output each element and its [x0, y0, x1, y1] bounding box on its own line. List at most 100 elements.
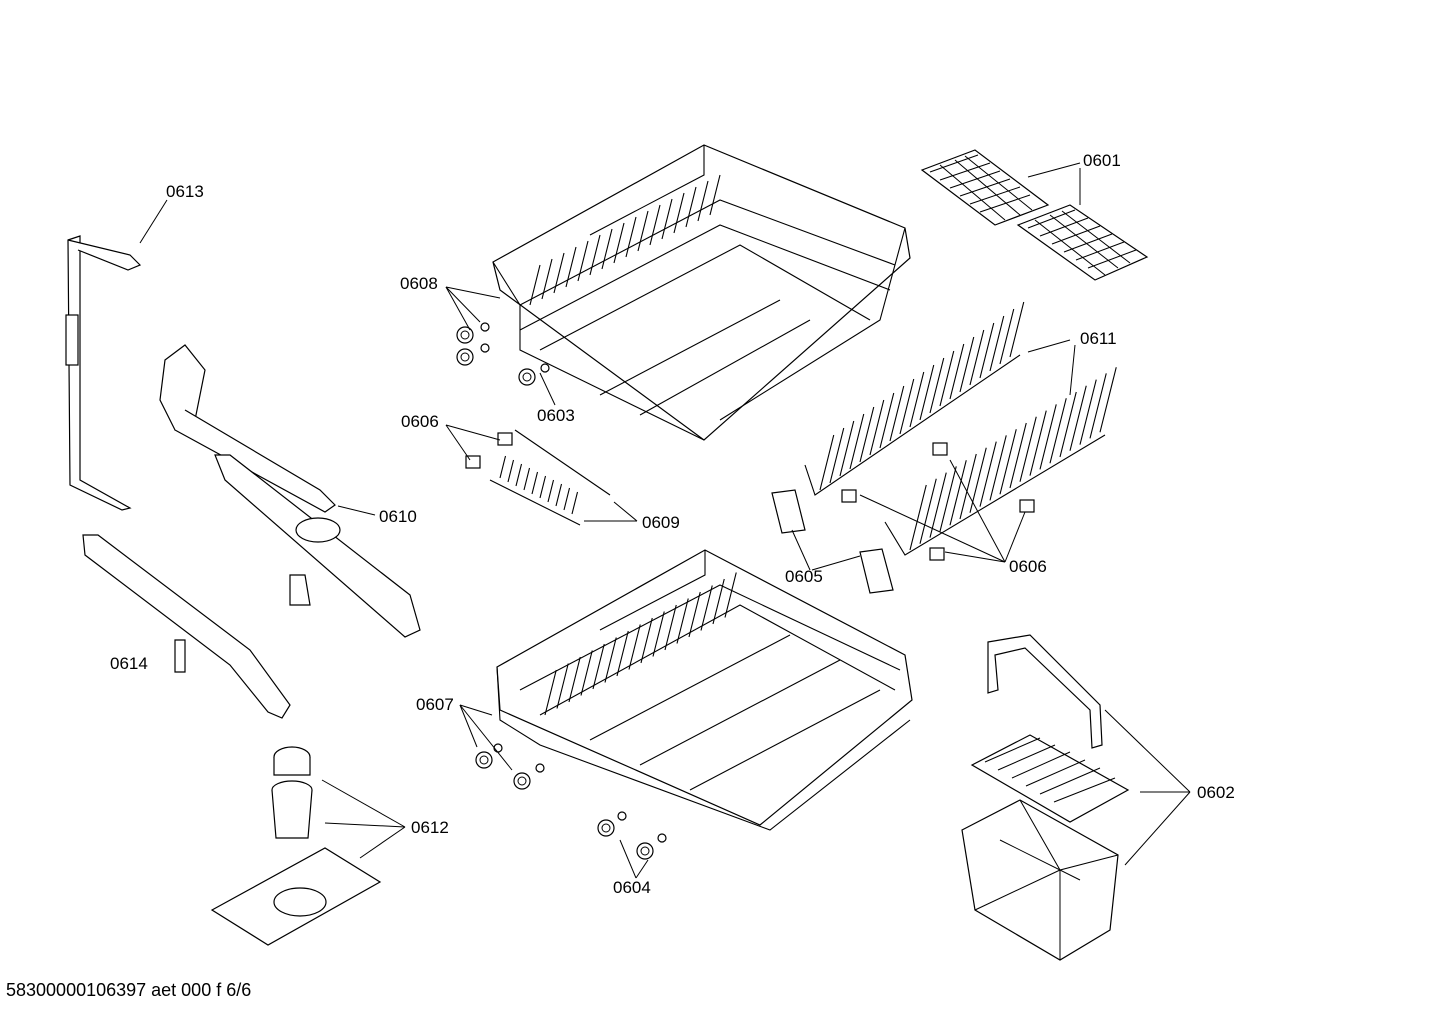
wire-tine — [571, 491, 579, 515]
wire-tine — [869, 399, 885, 456]
filter-set — [210, 746, 382, 946]
wire-tine — [1009, 301, 1025, 358]
wire-tine — [979, 322, 995, 379]
upper-basket-wheels — [456, 322, 550, 386]
wire-tine — [547, 479, 555, 503]
callout-0612: 0612 — [411, 818, 449, 837]
wire-tine — [1099, 367, 1117, 433]
wire-tine — [939, 466, 957, 532]
wire-tine — [979, 441, 997, 507]
wire-tine — [529, 264, 541, 306]
small-tine-rows — [489, 429, 611, 526]
wire-tine — [640, 617, 653, 664]
wire-tine — [628, 624, 641, 670]
wire-tine — [652, 611, 665, 657]
vertical-pipe — [65, 235, 142, 511]
callout-0609: 0609 — [642, 513, 680, 532]
callout-0614: 0614 — [110, 654, 148, 673]
wire-tine — [1069, 385, 1087, 451]
wire-tine — [1019, 416, 1037, 482]
wire-tine — [909, 484, 927, 551]
wire-tine — [568, 656, 581, 703]
wire-tine — [592, 643, 605, 690]
wire-tine — [929, 472, 947, 538]
wire-tine — [989, 435, 1007, 501]
wire-tine — [999, 429, 1017, 495]
wire-tine — [649, 204, 661, 246]
lower-basket-wheels — [475, 743, 667, 860]
wire-tine — [637, 210, 649, 252]
wire-tine — [616, 630, 629, 677]
wire-tine — [999, 308, 1015, 365]
wire-tine — [601, 228, 613, 270]
callout-0604: 0604 — [613, 878, 651, 897]
wire-tine — [849, 413, 865, 470]
wire-tine — [879, 392, 895, 449]
document-id-footer: 58300000106397 aet 000 f 6/6 — [6, 980, 252, 1000]
wire-tine — [909, 371, 925, 428]
callout-0611: 0611 — [1080, 329, 1117, 348]
wire-tine — [709, 174, 721, 216]
upper-spray-arm — [159, 344, 421, 638]
wire-tine — [829, 427, 845, 484]
callout-0601: 0601 — [1083, 151, 1121, 170]
wire-tine — [819, 434, 835, 491]
callout-0606-upper: 0606 — [401, 412, 439, 431]
wire-tine — [889, 385, 905, 442]
wire-tine — [613, 222, 625, 264]
wire-tine — [969, 329, 985, 386]
wire-tine — [839, 420, 855, 477]
wire-tine — [541, 258, 553, 300]
wire-tine — [919, 364, 935, 421]
wire-tine — [949, 460, 967, 526]
wire-tine — [919, 478, 937, 544]
wire-tine — [959, 453, 977, 520]
leader-lines — [139, 162, 1191, 879]
wire-tine — [589, 234, 601, 276]
wire-tine — [1059, 391, 1077, 458]
wire-tine — [580, 650, 593, 696]
wire-tine — [555, 483, 563, 507]
callout-0603: 0603 — [537, 406, 575, 425]
wire-tine — [523, 467, 531, 491]
wire-tine — [515, 463, 523, 487]
lower-spray-arm — [82, 534, 291, 719]
lower-basket — [496, 549, 913, 831]
callout-0613: 0613 — [166, 182, 204, 201]
wire-tine — [625, 216, 637, 258]
callout-0606-right: 0606 — [1009, 557, 1047, 576]
callout-0607: 0607 — [416, 695, 454, 714]
wire-tine — [859, 406, 875, 463]
wire-tine — [697, 180, 709, 222]
callout-0608: 0608 — [400, 274, 438, 293]
wire-tine — [507, 459, 515, 483]
wire-tine — [565, 246, 577, 288]
wire-tine — [553, 252, 565, 294]
cup-shelves — [920, 149, 1149, 281]
wire-tine — [1049, 398, 1067, 464]
callout-0610: 0610 — [379, 507, 417, 526]
upper-basket — [492, 144, 911, 441]
cutlery-basket — [961, 634, 1130, 961]
wire-tine — [544, 669, 557, 716]
callout-0602: 0602 — [1197, 783, 1235, 802]
wire-tine — [989, 315, 1005, 372]
tine-rows — [804, 301, 1117, 556]
wire-tine — [539, 475, 547, 499]
wire-tine — [949, 343, 965, 400]
wire-tine — [661, 198, 673, 240]
wire-tine — [499, 455, 507, 479]
wire-tine — [969, 447, 987, 513]
wire-tine — [939, 350, 955, 407]
wire-tine — [1089, 373, 1107, 439]
wire-tine — [531, 471, 539, 495]
wire-tine — [1079, 379, 1097, 445]
wire-tine — [929, 357, 945, 414]
wire-tine — [685, 186, 697, 228]
wire-tine — [700, 585, 713, 631]
callout-0605: 0605 — [785, 567, 823, 586]
wire-tine — [899, 378, 915, 435]
wire-tine — [724, 572, 737, 618]
wire-tine — [959, 336, 975, 393]
